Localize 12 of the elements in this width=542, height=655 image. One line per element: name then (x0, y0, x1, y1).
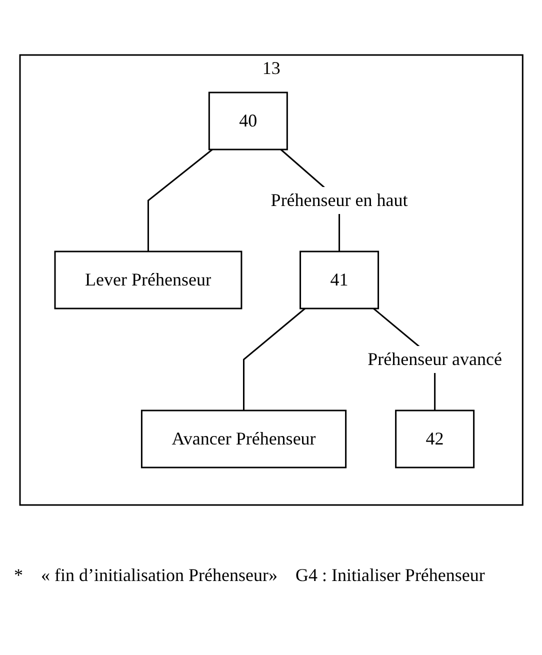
connector (242, 308, 306, 410)
label-text: « fin d’initialisation Préhenseur» (41, 564, 278, 587)
node-box: 41 (299, 250, 379, 310)
node-box: 42 (394, 410, 474, 468)
connector (147, 148, 212, 252)
label-text: G4 : Initialiser Préhenseur (295, 564, 485, 587)
node-box: Avancer Préhenseur (140, 410, 346, 468)
node-box: Lever Préhenseur (54, 250, 242, 310)
node-box: 40 (208, 92, 288, 150)
edge-label: Préhenseur en haut (270, 190, 408, 210)
edge-label: Préhenseur avancé (367, 349, 502, 369)
label-text: * (14, 564, 23, 587)
